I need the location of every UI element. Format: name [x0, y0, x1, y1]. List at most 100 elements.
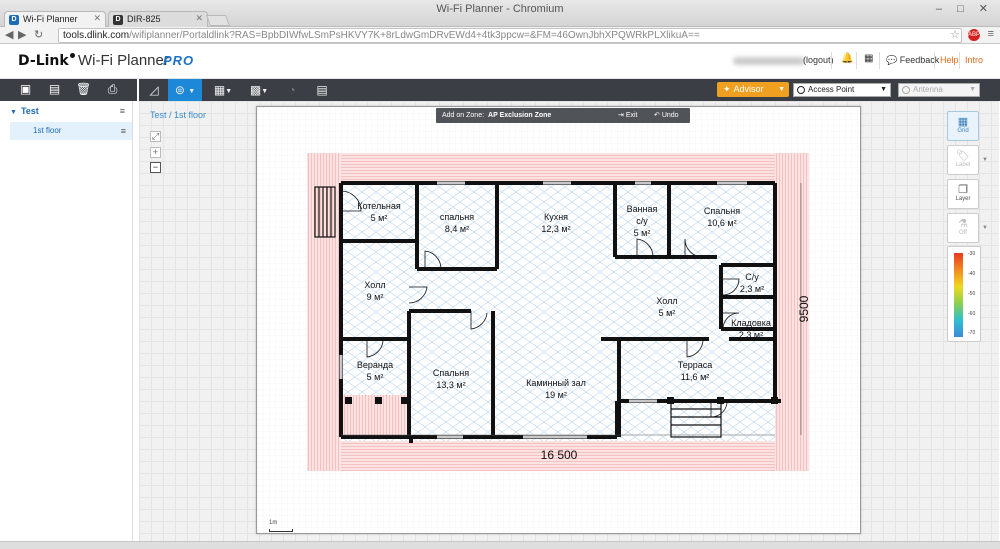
- fit-view-icon[interactable]: ⤢: [150, 131, 161, 142]
- advisor-button[interactable]: ✦Advisor▼: [717, 82, 789, 97]
- scale-label: 1m: [269, 520, 278, 526]
- document-icon[interactable]: ▤: [316, 83, 328, 97]
- undo-icon: ↶: [654, 112, 660, 119]
- caret-down-icon: ▼: [10, 109, 17, 116]
- intro-link[interactable]: Intro: [965, 55, 984, 65]
- tab-label: Wi-Fi Planner: [23, 14, 78, 24]
- divider: [959, 52, 960, 69]
- browser-menu-icon[interactable]: ≡: [987, 28, 994, 40]
- label-label: Label: [955, 162, 971, 168]
- tab-close-icon[interactable]: ✕: [93, 13, 101, 23]
- plan-canvas[interactable]: Test / 1st floor ⤢ + −: [139, 101, 999, 541]
- bookmark-star-icon[interactable]: ☆: [950, 29, 960, 41]
- wifi-tool-button[interactable]: ⊜ ▼: [168, 79, 202, 101]
- zoom-in-button[interactable]: +: [150, 147, 161, 158]
- grid-icon: ▦: [957, 116, 969, 128]
- lightbulb-icon: ✦: [723, 84, 731, 94]
- chevron-down-icon: ▼: [969, 86, 976, 93]
- legend-label: -40: [968, 271, 976, 277]
- export-icon[interactable]: ⎙: [107, 82, 118, 96]
- layer-button[interactable]: ❐Layer: [947, 179, 979, 209]
- tree-project-test[interactable]: ▼Test≡: [10, 106, 130, 120]
- layout-tool-button[interactable]: ▦▼: [213, 83, 233, 97]
- dlink-favicon-icon: D: [113, 15, 123, 25]
- chevron-down-icon: ▼: [778, 86, 785, 93]
- label-button[interactable]: 🏷Label: [947, 145, 979, 175]
- floor-name: 1st floor: [33, 126, 62, 135]
- breadcrumb[interactable]: Test / 1st floor: [150, 110, 207, 120]
- exit-button[interactable]: ⇥ Exit: [618, 108, 638, 123]
- logout-link[interactable]: (logout): [803, 55, 834, 65]
- hamburger-icon[interactable]: ≡: [119, 106, 125, 116]
- window-controls[interactable]: – □ ✕: [935, 3, 994, 15]
- signal-icon[interactable]: ◔: [288, 83, 296, 97]
- pattern-tool-button[interactable]: ▩▼: [249, 83, 269, 97]
- product-name: Wi-Fi Planner: [78, 52, 169, 69]
- antenna-icon: [902, 86, 910, 94]
- add-folder-icon[interactable]: ▣: [19, 82, 32, 96]
- off-button[interactable]: ⚗Off: [947, 213, 979, 243]
- access-point-select[interactable]: Access Point ▼: [793, 83, 891, 97]
- forward-icon[interactable]: ▶: [18, 29, 27, 41]
- undo-button[interactable]: ↶ Undo: [654, 108, 679, 123]
- antenna-select[interactable]: Antenna▼: [898, 83, 980, 97]
- zone-type: AP Exclusion Zone: [488, 112, 552, 119]
- address-bar: ◀ ▶ ↻ tools.dlink.com/wifiplanner/Portal…: [0, 27, 1000, 44]
- pillars: [345, 397, 778, 404]
- sidebar-toolbar: ▣ ▤ 🗑 ⎙: [0, 79, 137, 101]
- zoom-out-button[interactable]: −: [150, 162, 161, 173]
- main-toolbar: ◿ ⊜ ▼ ▦▼ ▩▼ ◔ ▤ ✦Advisor▼ Access Point▼ …: [139, 79, 1000, 101]
- dlink-favicon-icon: D: [9, 15, 19, 25]
- grid-toggle-button[interactable]: ▦Grid: [947, 111, 979, 141]
- feedback-link[interactable]: 💬 Feedback: [886, 55, 939, 66]
- feedback-icon: 💬: [886, 55, 898, 65]
- dimension-lines: [341, 183, 802, 436]
- hamburger-icon[interactable]: ≡: [120, 126, 126, 136]
- apps-grid-icon[interactable]: ▦: [864, 53, 874, 64]
- scale-bar-line: [269, 529, 293, 532]
- chevron-down-icon[interactable]: ▼: [982, 225, 988, 231]
- divider: [934, 52, 935, 69]
- grid-label: Grid: [957, 128, 969, 134]
- measure-icon[interactable]: ◿: [149, 83, 159, 97]
- pattern-icon: ▩: [249, 83, 262, 97]
- help-link[interactable]: Help: [940, 55, 959, 65]
- reload-icon[interactable]: ↻: [34, 29, 44, 41]
- trash-icon[interactable]: 🗑: [76, 82, 92, 96]
- exit-icon: ⇥: [618, 112, 624, 119]
- undo-label: Undo: [661, 112, 679, 119]
- access-point-label: Access Point: [808, 85, 855, 94]
- chevron-down-icon: ▼: [880, 86, 887, 93]
- scale-bar: 1m: [269, 520, 293, 532]
- tree-floor-item[interactable]: 1st floor ≡: [10, 122, 132, 140]
- chevron-down-icon[interactable]: ▼: [982, 157, 988, 163]
- access-point-icon: [797, 86, 805, 94]
- status-bar: [0, 541, 1000, 549]
- add-on-zone-label: Add on Zone:: [442, 112, 485, 119]
- exclusion-zone-bottom: [341, 441, 775, 471]
- signal-strength-legend: -30 -40 -50 -60 -70: [947, 246, 981, 342]
- floorplan-drawing[interactable]: [257, 107, 860, 533]
- tab-close-icon[interactable]: ✕: [195, 13, 203, 23]
- bell-icon[interactable]: 🔔: [841, 53, 854, 64]
- browser-tab-dir825[interactable]: D DIR-825 ✕: [108, 11, 208, 27]
- new-tab-button[interactable]: [205, 15, 231, 26]
- legend-label: -60: [968, 311, 976, 317]
- adblock-icon[interactable]: ABP: [968, 29, 980, 41]
- browser-tab-wifi-planner[interactable]: D Wi-Fi Planner ✕: [4, 11, 106, 27]
- back-icon[interactable]: ◀: [5, 29, 14, 41]
- divider: [831, 52, 832, 69]
- map-icon[interactable]: ▤: [48, 82, 61, 96]
- project-sidebar: ▼Test≡ 1st floor ≡: [0, 101, 133, 541]
- url-input[interactable]: tools.dlink.com/wifiplanner/Portaldlink?…: [58, 28, 962, 43]
- add-on-zone-bar: Add on Zone:AP Exclusion Zone ⇥ Exit ↶ U…: [436, 108, 690, 123]
